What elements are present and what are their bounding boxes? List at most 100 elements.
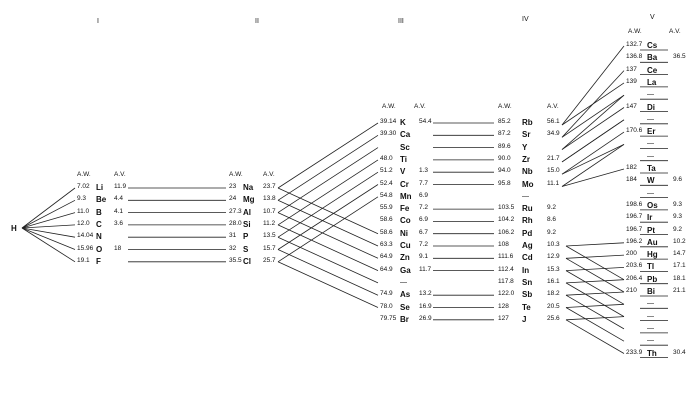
col5-element-symbol: — <box>647 115 654 123</box>
col3-atomic-weight: 64.9 <box>380 253 393 261</box>
col5-element-symbol: Bi <box>647 287 655 296</box>
hydrogen-fan-line <box>21 212 76 229</box>
col2-col3-line-lower <box>277 212 379 259</box>
col4-col5-line-mid <box>561 131 625 175</box>
col5-atomic-weight: 210 <box>626 287 637 294</box>
col3-atomic-weight: 39.14 <box>380 118 397 125</box>
col4-element-symbol: J <box>522 314 527 324</box>
col5-element-symbol: Ta <box>647 164 656 173</box>
col2-atomic-volume: 15.7 <box>263 244 276 252</box>
col4-col5-line-lower <box>565 291 625 296</box>
col3-element-symbol: Zn <box>400 253 410 263</box>
col5-element-symbol: — <box>647 91 654 99</box>
col5-atomic-weight: 136.8 <box>626 53 643 61</box>
col4-atomic-volume: 8.6 <box>547 216 557 224</box>
col3-atomic-volume: 6.7 <box>419 228 429 236</box>
col5-atomic-weight: 170.6 <box>626 127 643 135</box>
col3-element-symbol: Se <box>400 302 410 312</box>
col3-atomic-weight: 74.9 <box>380 290 393 298</box>
col5-atomic-weight: 196.2 <box>626 237 643 245</box>
col3-element-symbol: V <box>400 167 406 177</box>
col1-atomic-weight: 11.0 <box>77 207 90 215</box>
col3-atomic-weight: 63.3 <box>380 241 393 248</box>
col1-aw-header: A.W. <box>77 171 91 178</box>
col2-col3-line-upper <box>277 159 379 226</box>
col4-col5-line-upper <box>561 45 625 126</box>
col1-element-symbol: B <box>96 207 102 217</box>
col5-element-symbol: La <box>647 77 657 87</box>
col2-element-symbol: Mg <box>243 195 255 205</box>
col5-atomic-volume: 9.3 <box>673 213 683 221</box>
col4-col5-line-bottom <box>565 245 625 281</box>
col2-atomic-volume: 23.7 <box>263 183 276 190</box>
col4-element-symbol: Rh <box>522 216 533 226</box>
col5-element-symbol: — <box>647 152 654 160</box>
col5-atomic-weight: 147 <box>626 102 637 110</box>
col2-atomic-weight: 27.3 <box>229 207 242 215</box>
col4-element-symbol: Zr <box>522 154 530 164</box>
col3-element-symbol: K <box>400 118 406 127</box>
col5-element-symbol: Hg <box>647 250 658 260</box>
col2-atomic-weight: 31 <box>229 232 237 240</box>
col2-atomic-volume: 10.7 <box>263 207 276 215</box>
col2-element-symbol: Cl <box>243 256 251 266</box>
col5-aw-header: A.W. <box>628 28 642 35</box>
col5-atomic-volume: 9.3 <box>673 200 683 208</box>
col5-atomic-weight: 139 <box>626 77 637 85</box>
group-numeral-2: II <box>255 18 259 25</box>
col3-atomic-weight: 48.0 <box>380 154 393 162</box>
hydrogen-fan-line <box>21 199 76 229</box>
col4-col5-line-bottom <box>565 307 625 342</box>
col1-element-symbol: Be <box>96 195 107 205</box>
col5-atomic-volume: 36.5 <box>673 53 686 61</box>
col1-atomic-volume: 3.6 <box>114 219 124 227</box>
col3-atomic-volume: 7.2 <box>419 241 429 248</box>
col4-atomic-volume: 21.7 <box>547 154 560 162</box>
col2-atomic-weight: 35.5 <box>229 256 242 264</box>
col3-element-symbol: Cr <box>400 179 409 189</box>
col1-atomic-weight: 7.02 <box>77 183 90 190</box>
col2-atomic-volume: 13.5 <box>263 232 276 240</box>
col4-atomic-weight: 127 <box>498 314 509 322</box>
col4-col5-line-lower <box>565 279 625 284</box>
col1-atomic-volume: 4.1 <box>114 207 124 215</box>
col4-aw-header: A.W. <box>498 103 512 110</box>
col5-element-symbol: — <box>647 189 654 197</box>
col3-element-symbol: Ca <box>400 130 411 140</box>
col3-element-symbol: Fe <box>400 204 410 214</box>
col4-col5-line-upper <box>561 144 625 175</box>
col4-element-symbol: Sn <box>522 277 533 287</box>
col4-col5-line-mid <box>561 144 625 187</box>
col1-atomic-weight: 19.1 <box>77 256 90 264</box>
col5-element-symbol: — <box>647 337 654 345</box>
col4-atomic-volume: 9.2 <box>547 204 557 212</box>
col2-atomic-volume: 25.7 <box>263 256 276 264</box>
col4-atomic-volume: 34.9 <box>547 130 560 138</box>
col1-element-symbol: Li <box>96 183 104 192</box>
col5-element-symbol: Tl <box>647 262 655 272</box>
col2-atomic-weight: 28.0 <box>229 219 242 227</box>
element-hydrogen: H <box>11 224 17 233</box>
col4-element-symbol: Sb <box>522 290 533 300</box>
col4-col5-line-bottom <box>565 294 625 330</box>
col5-atomic-volume: 14.7 <box>673 250 686 258</box>
hydrogen-fan-line <box>21 227 76 250</box>
col3-atomic-weight: 51.2 <box>380 167 393 175</box>
col3-atomic-weight: 79.75 <box>380 314 397 322</box>
col4-atomic-weight: 94.0 <box>498 167 511 175</box>
col4-col5-line-mid <box>561 94 625 138</box>
col5-element-symbol: Ir <box>647 213 653 223</box>
col4-atomic-volume: 16.1 <box>547 277 560 285</box>
col4-atomic-weight: 85.2 <box>498 118 511 125</box>
col2-col3-line-lower <box>277 236 379 284</box>
col4-element-symbol: Rb <box>522 118 533 127</box>
col4-element-symbol: Ag <box>522 241 533 250</box>
col2-col3-line-lower <box>277 199 379 247</box>
group-numeral-5: V <box>650 14 655 21</box>
hydrogen-fan-line <box>21 187 76 229</box>
col3-atomic-volume: 9.1 <box>419 253 429 261</box>
col5-av-header: A.V. <box>669 28 681 35</box>
col1-atomic-volume: 4.4 <box>114 195 124 203</box>
col5-atomic-weight: 182 <box>626 164 637 171</box>
col4-atomic-weight: 106.2 <box>498 228 515 236</box>
